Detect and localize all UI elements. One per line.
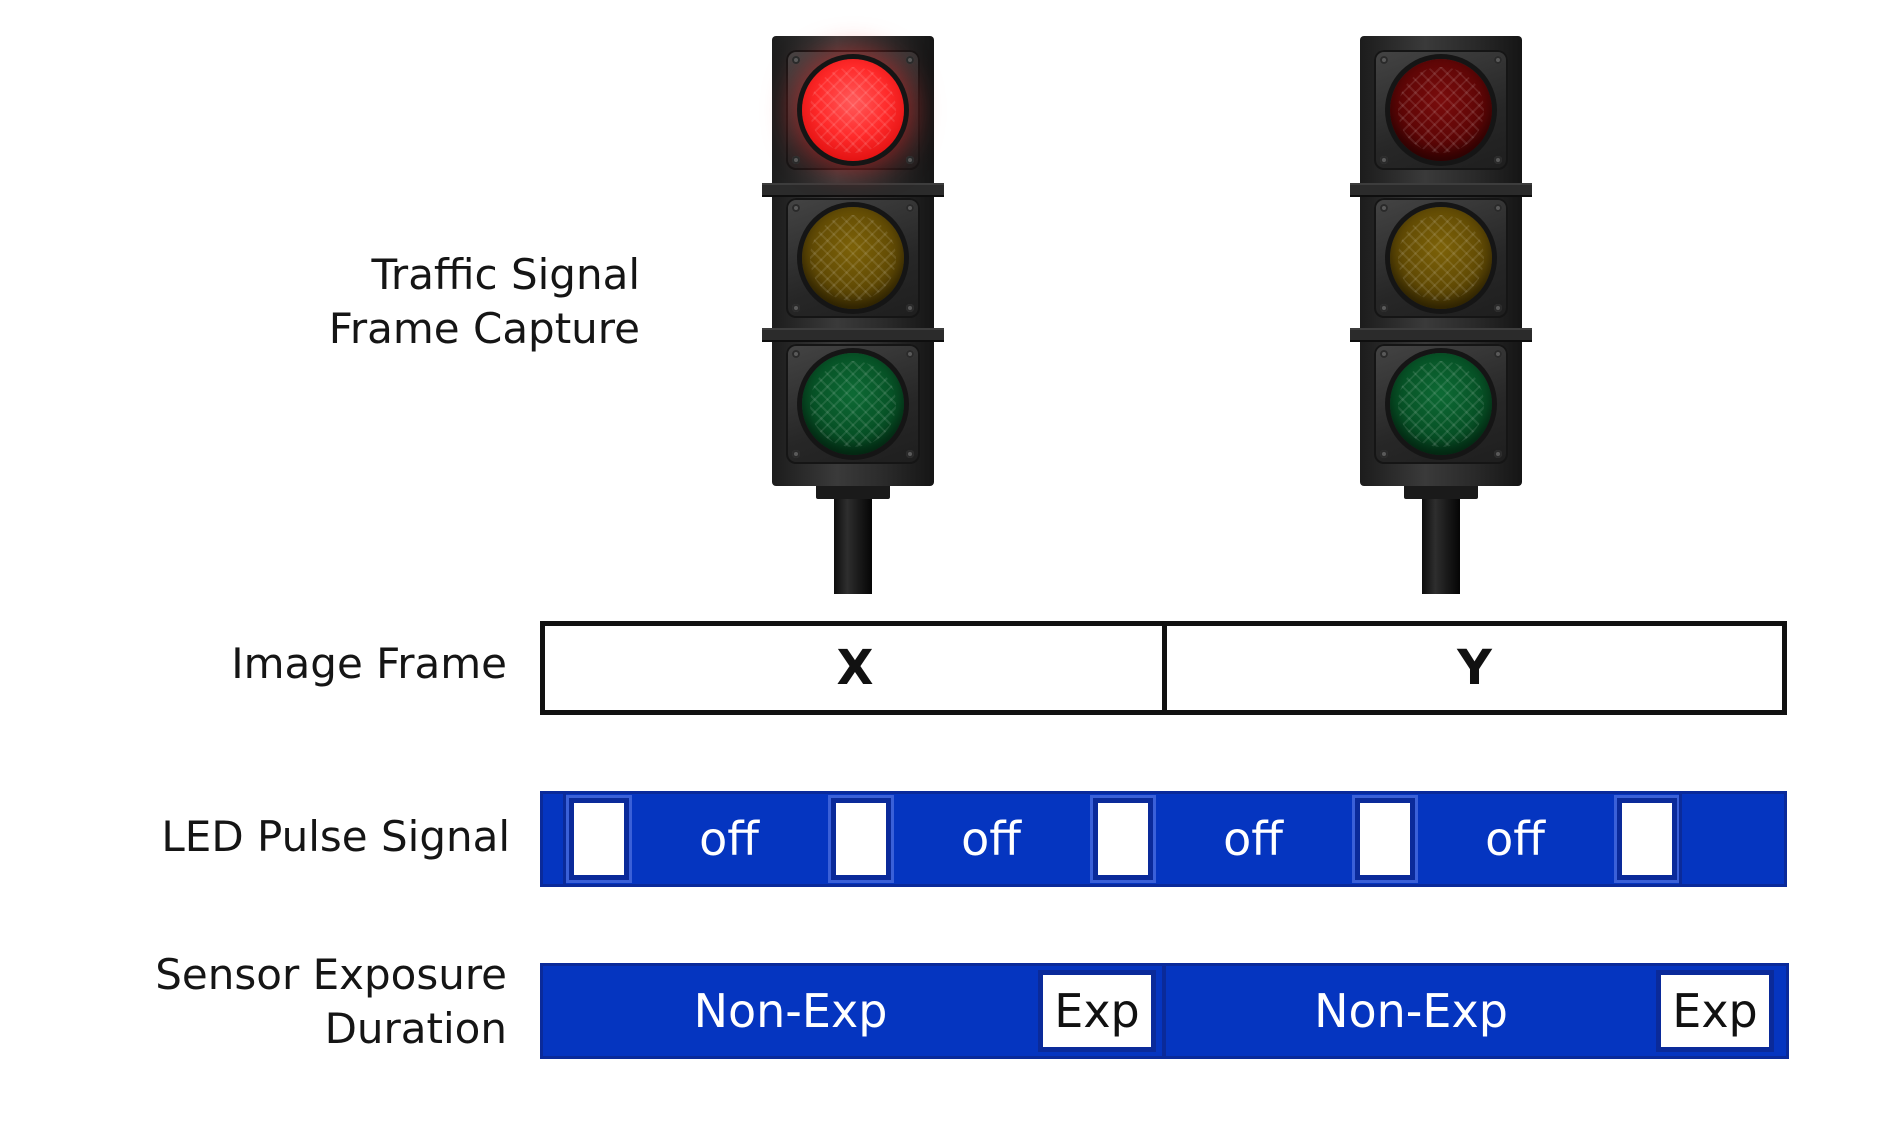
screw-icon — [906, 56, 914, 64]
led-off-segment: off — [1485, 812, 1545, 866]
screw-icon — [792, 156, 800, 164]
red-lamp-on — [802, 59, 904, 161]
screw-icon — [906, 156, 914, 164]
sensor-label-line2: Duration — [324, 1004, 507, 1053]
sensor-label-line1: Sensor Exposure — [155, 950, 507, 999]
image-frame-y: Y — [1162, 621, 1787, 715]
screw-icon — [1380, 450, 1388, 458]
screw-icon — [792, 204, 800, 212]
led-off-segment: off — [961, 812, 1021, 866]
pole-cap — [1404, 483, 1478, 499]
non-exposure-segment: Non-Exp — [693, 984, 888, 1038]
led-pulse-label: LED Pulse Signal — [161, 812, 510, 861]
exposure-segment: Exp — [1038, 970, 1156, 1052]
screw-icon — [1494, 304, 1502, 312]
green-lamp-off — [802, 353, 904, 455]
red-lamp-plate — [786, 50, 920, 170]
screw-icon — [906, 204, 914, 212]
screw-icon — [1380, 156, 1388, 164]
segment-divider — [563, 794, 566, 884]
traffic-light-x — [762, 36, 944, 594]
housing-divider — [1350, 328, 1532, 342]
green-lamp-plate — [786, 344, 920, 464]
screw-icon — [792, 304, 800, 312]
screw-icon — [1494, 350, 1502, 358]
screw-icon — [792, 450, 800, 458]
pole-cap — [816, 483, 890, 499]
led-on-pulse — [831, 798, 891, 880]
led-off-segment: off — [699, 812, 759, 866]
led-off-segment: off — [1223, 812, 1283, 866]
image-frame-x: X — [540, 621, 1170, 715]
screw-icon — [906, 350, 914, 358]
traffic-light-y — [1350, 36, 1532, 594]
screw-icon — [1494, 450, 1502, 458]
housing-divider — [1350, 183, 1532, 197]
screw-icon — [1494, 156, 1502, 164]
amber-lamp-plate — [1374, 198, 1508, 318]
screw-icon — [792, 350, 800, 358]
pole — [1422, 486, 1460, 594]
green-lamp-plate — [1374, 344, 1508, 464]
screw-icon — [1380, 304, 1388, 312]
led-pulse-bar: off off off off — [540, 791, 1787, 887]
led-on-pulse — [1093, 798, 1153, 880]
segment-divider — [1679, 794, 1682, 884]
red-lamp-plate — [1374, 50, 1508, 170]
red-lamp-off — [1390, 59, 1492, 161]
amber-lamp-plate — [786, 198, 920, 318]
screw-icon — [792, 56, 800, 64]
amber-lamp-off — [802, 207, 904, 309]
screw-icon — [1380, 56, 1388, 64]
sensor-exposure-label: Sensor Exposure Duration — [100, 948, 507, 1056]
sensor-exposure-bar-x: Non-Exp Exp — [540, 963, 1165, 1059]
led-on-pulse — [1355, 798, 1415, 880]
traffic-label-line1: Traffic Signal — [371, 250, 640, 299]
screw-icon — [1494, 56, 1502, 64]
screw-icon — [906, 304, 914, 312]
screw-icon — [1494, 204, 1502, 212]
led-on-pulse — [569, 798, 629, 880]
screw-icon — [906, 450, 914, 458]
exposure-segment: Exp — [1656, 970, 1774, 1052]
sensor-exposure-bar-y: Non-Exp Exp — [1163, 963, 1789, 1059]
led-on-pulse — [1617, 798, 1677, 880]
housing-divider — [762, 328, 944, 342]
screw-icon — [1380, 204, 1388, 212]
image-frame-label: Image Frame — [231, 639, 507, 688]
non-exposure-segment: Non-Exp — [1314, 984, 1508, 1038]
green-lamp-off — [1390, 353, 1492, 455]
traffic-signal-capture-label: Traffic Signal Frame Capture — [200, 248, 640, 356]
pole — [834, 486, 872, 594]
amber-lamp-off — [1390, 207, 1492, 309]
housing-divider — [762, 183, 944, 197]
screw-icon — [1380, 350, 1388, 358]
traffic-label-line2: Frame Capture — [328, 304, 640, 353]
